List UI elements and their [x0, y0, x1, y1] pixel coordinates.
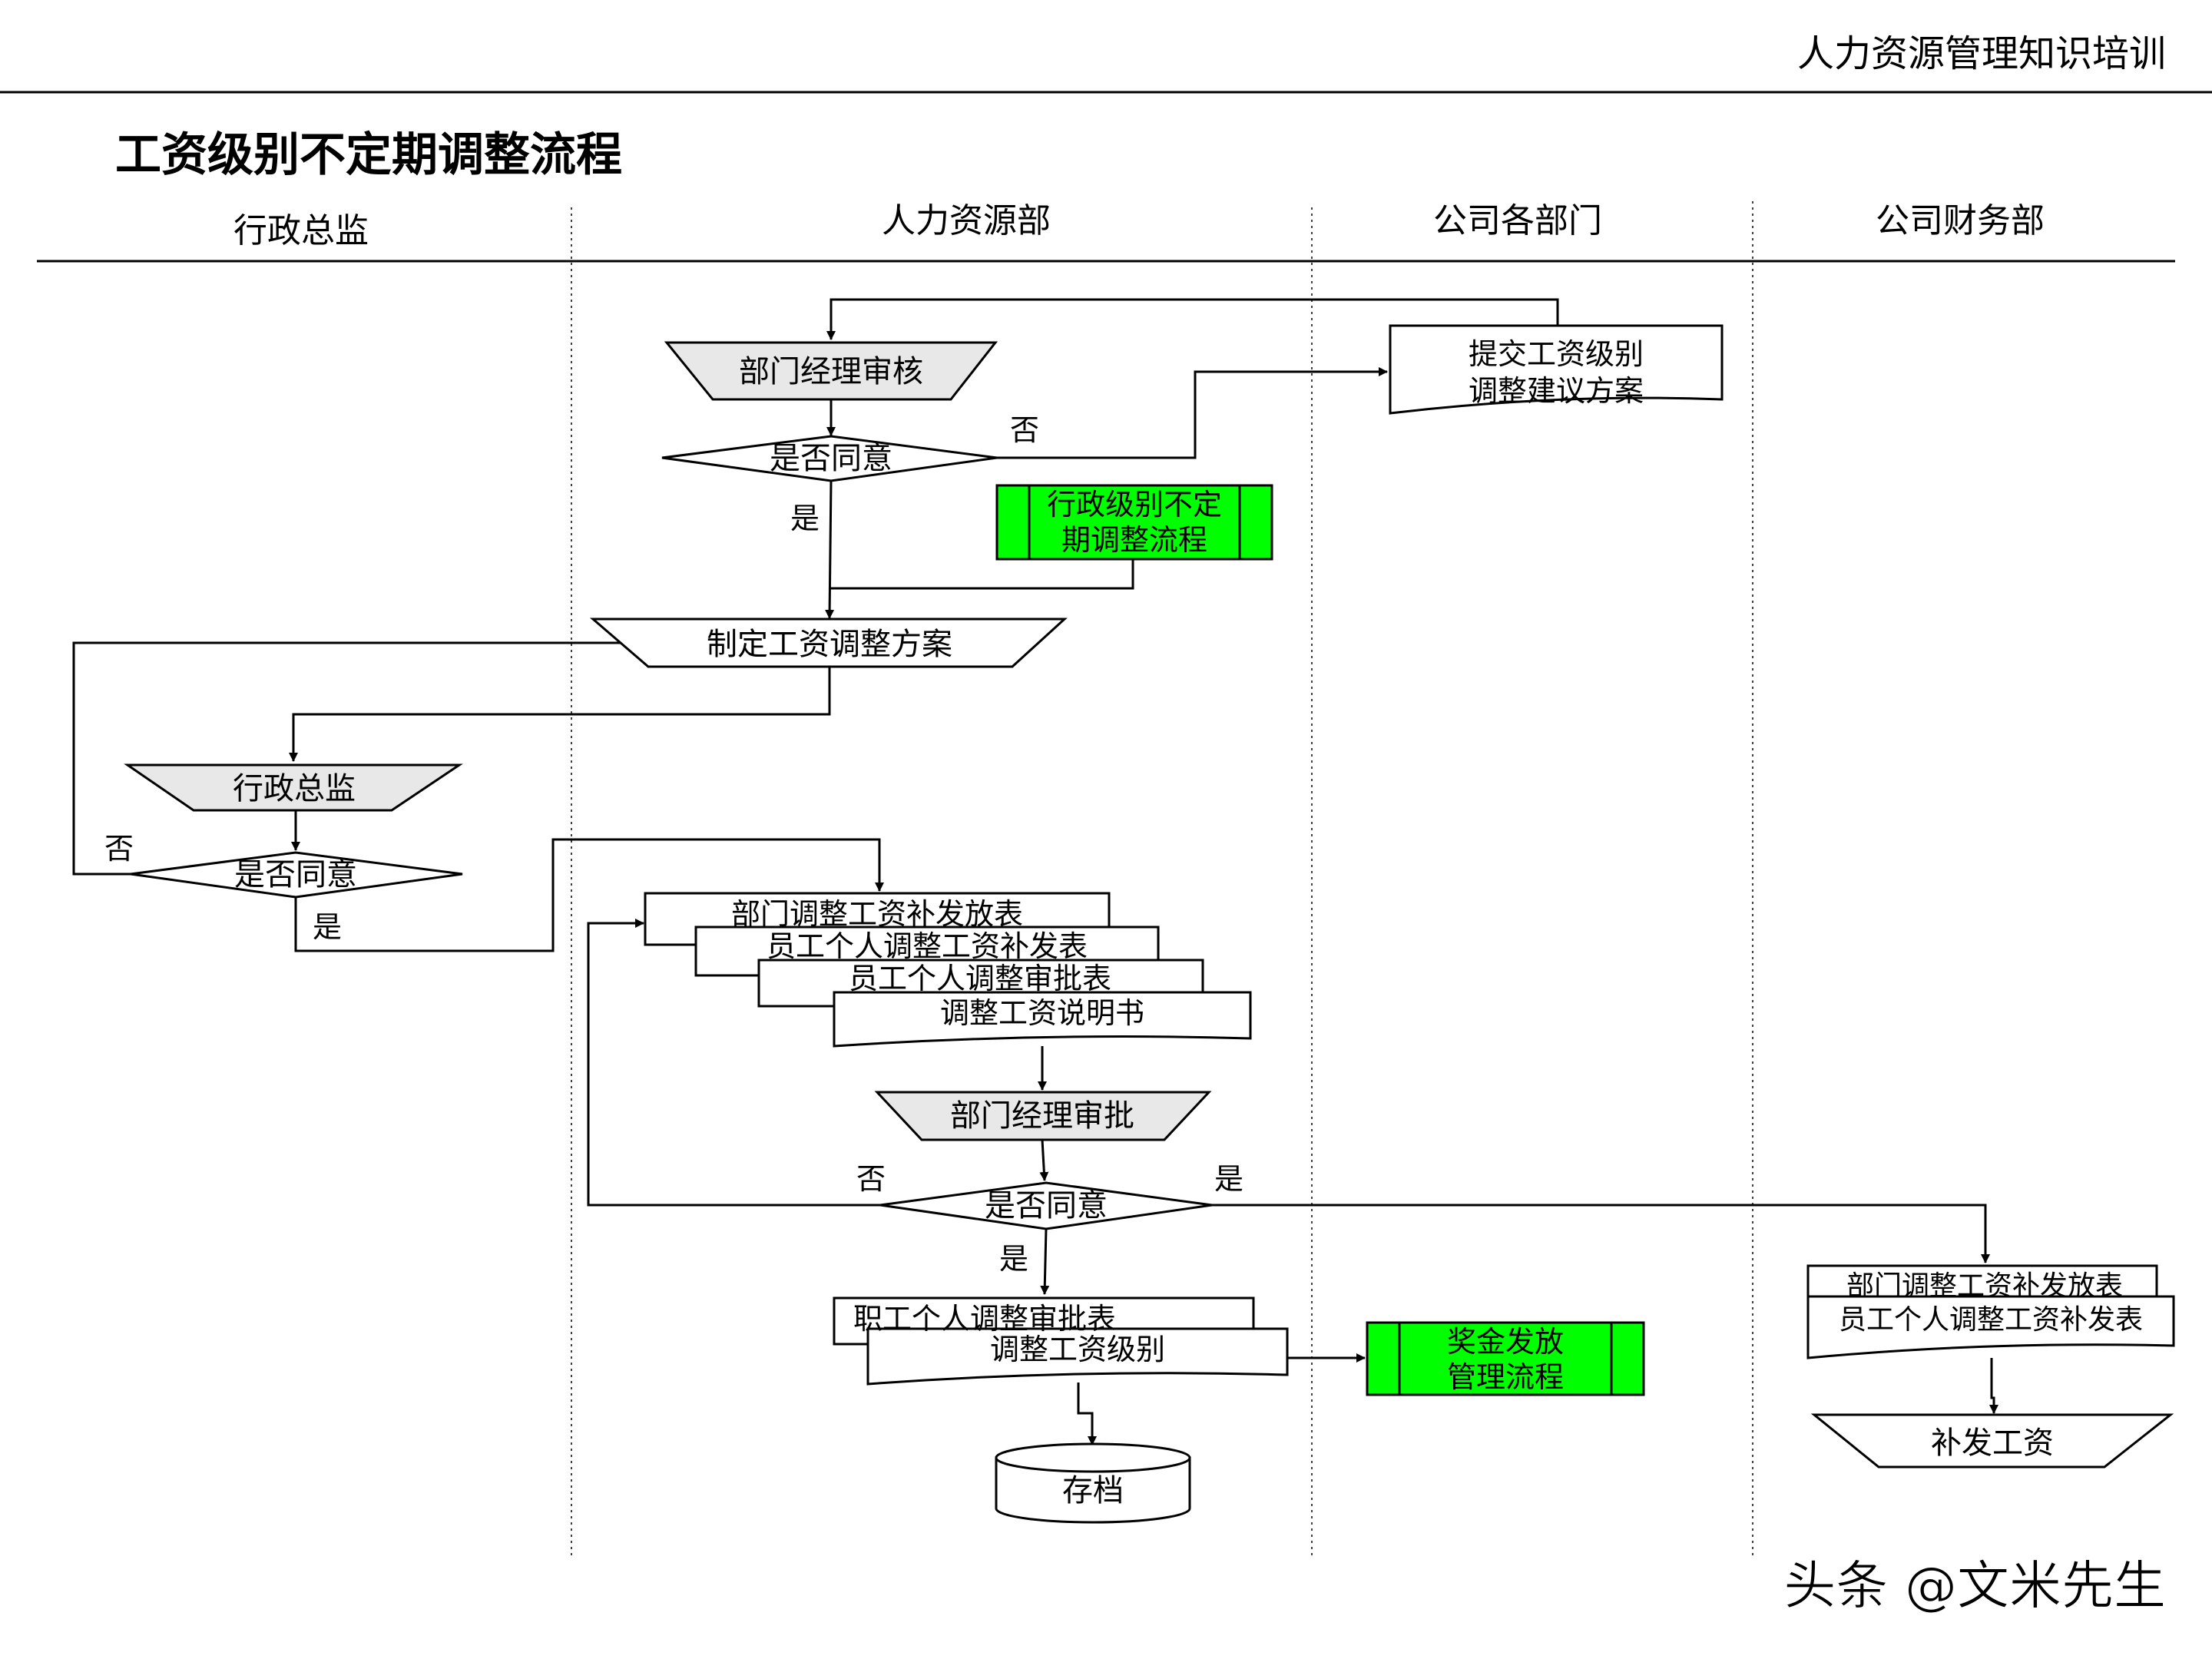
lane-header-finance: 公司财务部: [1876, 201, 2045, 240]
finance-documents-stack: 部门调整工资补发放表 员工个人调整工资补发表: [1806, 1264, 2175, 1359]
node-label: 是否同意: [770, 441, 892, 476]
node-label: 提交工资级别: [1469, 337, 1644, 371]
edge-label-yes: 是: [790, 502, 820, 535]
connector-decision2-yes: [294, 838, 884, 952]
node-label: 调整建议方案: [1469, 374, 1644, 408]
node-label: 部门经理审核: [739, 354, 923, 389]
node-label: 期调整流程: [1061, 523, 1207, 557]
doc-label: 员工个人调整工资补发表: [767, 929, 1088, 963]
doc-label: 职工个人调整审批表: [853, 1302, 1116, 1336]
node-label: 制定工资调整方案: [707, 627, 952, 662]
node-label: 奖金发放: [1447, 1325, 1564, 1359]
doc-label: 员工个人调整审批表: [849, 962, 1111, 995]
archive-storage: 存档: [995, 1442, 1191, 1524]
connector-admin-flow: [830, 559, 1134, 590]
edge-label-no: 否: [1010, 413, 1039, 447]
page-title: 工资级别不定期调整流程: [115, 128, 622, 182]
connector-decision1-yes: [825, 480, 835, 619]
node-label: 补发工资: [1931, 1426, 2054, 1461]
node-label: 管理流程: [1447, 1360, 1564, 1394]
node-label: 是否同意: [234, 857, 357, 892]
doc-label: 员工个人调整工资补发表: [1839, 1304, 2143, 1336]
connector-approve-to-decision: [1039, 1139, 1049, 1181]
result-documents-stack: 职工个人调整审批表 调整工资级别: [833, 1296, 1289, 1386]
make-plan-manual-input: 制定工资调整方案: [589, 618, 1068, 668]
admin-level-subprocess: 行政级别不定 期调整流程: [995, 484, 1273, 561]
connector-decision3-no: [587, 919, 880, 1207]
agree-decision-diamond: 是否同意: [130, 851, 463, 899]
manager-review-manual-op: 部门经理审核: [664, 341, 998, 401]
agree-decision-diamond: 是否同意: [661, 435, 998, 482]
node-label: 行政级别不定: [1047, 488, 1222, 522]
manager-approve-manual-op: 部门经理审批: [874, 1091, 1212, 1141]
connector-result-to-archive: [1077, 1382, 1097, 1445]
doc-label: 部门调整工资补发放表: [1846, 1270, 2123, 1302]
lane-header-departments: 公司各部门: [1433, 201, 1602, 240]
node-label: 行政总监: [233, 771, 356, 806]
adjustment-documents-stack: 部门调整工资补发放表 员工个人调整工资补发表 员工个人调整审批表 调整工资说明书: [644, 892, 1252, 1048]
edge-label-no: 否: [856, 1162, 886, 1196]
edge-label-no: 否: [104, 832, 134, 866]
connector-finance-to-backpay: [1989, 1358, 1998, 1414]
back-pay-manual-input: 补发工资: [1810, 1413, 2174, 1469]
node-label: 存档: [1062, 1473, 1124, 1508]
connector-decision3-yes-down: [1040, 1228, 1050, 1295]
bonus-management-subprocess: 奖金发放 管理流程: [1366, 1321, 1645, 1396]
course-title: 人力资源管理知识培训: [1797, 32, 2166, 75]
node-label: 部门经理审批: [950, 1098, 1134, 1134]
doc-label: 部门调整工资补发放表: [731, 897, 1023, 931]
edge-label-yes: 是: [313, 910, 342, 944]
admin-director-manual-op: 行政总监: [124, 763, 463, 812]
connector-decision3-yes-finance: [1212, 1204, 1990, 1263]
watermark: 头条 @文米先生: [1783, 1556, 2166, 1617]
doc-label: 调整工资说明书: [940, 996, 1144, 1030]
connector-decision1-no: [997, 367, 1388, 459]
submit-proposal-document: 提交工资级别 调整建议方案: [1389, 324, 1724, 415]
agree-decision-diamond: 是否同意: [879, 1181, 1213, 1230]
connector-decision2-no: [72, 638, 644, 876]
connector-proposal-to-review: [826, 298, 1559, 340]
edge-label-yes: 是: [1214, 1162, 1243, 1196]
lane-header-admin-director: 行政总监: [233, 211, 369, 250]
node-label: 是否同意: [985, 1188, 1108, 1224]
edge-label-yes: 是: [999, 1242, 1028, 1276]
doc-label: 调整工资级别: [990, 1333, 1165, 1366]
connector-plan-to-director: [289, 667, 831, 762]
lane-header-hr: 人力资源部: [882, 201, 1051, 240]
